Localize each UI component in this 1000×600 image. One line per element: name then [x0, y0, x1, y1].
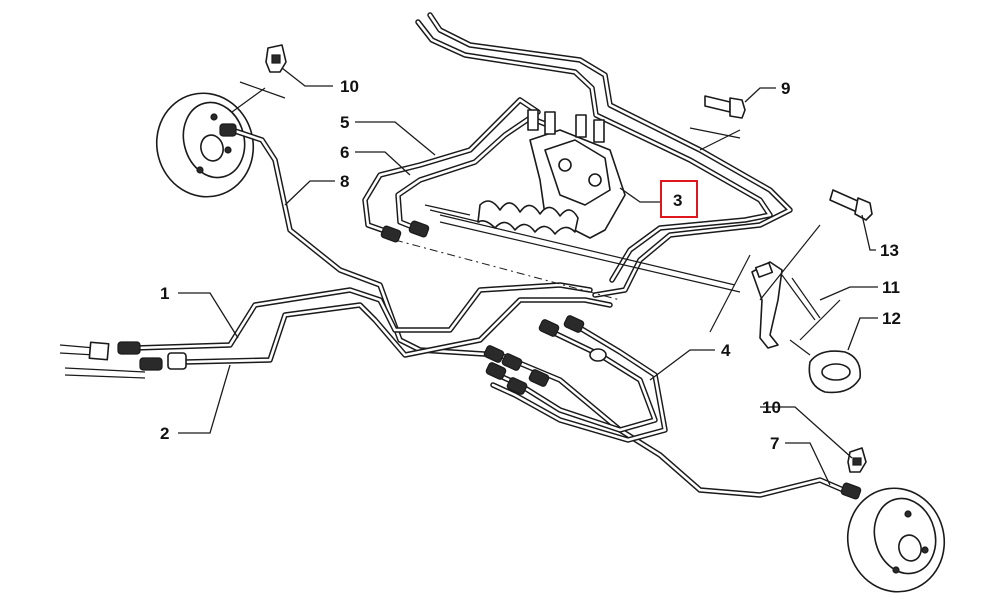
callout-10-upper: 10: [340, 77, 359, 96]
bolt-13: [829, 189, 873, 221]
callout-11: 11: [882, 278, 900, 297]
callout-12: 12: [882, 309, 901, 328]
brake-pipes: [132, 12, 851, 498]
right-brake-drum: [846, 487, 946, 593]
center-fittings: [483, 315, 607, 395]
callout-3-highlight-box: [660, 180, 698, 218]
callout-leaders: [178, 67, 878, 486]
callout-3: 3: [673, 191, 682, 210]
clip-10-upper: [265, 44, 287, 73]
callout-5: 5: [340, 113, 349, 132]
callout-10-lower: 10: [762, 398, 781, 417]
callout-7: 7: [770, 434, 779, 453]
linkage-rod: [439, 214, 736, 286]
callout-4: 4: [721, 341, 731, 360]
callout-1: 1: [160, 284, 169, 303]
callout-13: 13: [880, 241, 899, 260]
callout-8: 8: [340, 172, 349, 191]
left-fittings: [59, 123, 862, 500]
clip-10-lower: [847, 447, 867, 473]
center-line: [394, 239, 621, 301]
callout-6: 6: [340, 143, 349, 162]
callout-2: 2: [160, 424, 169, 443]
rubber-grommet: [808, 350, 862, 394]
callout-labels: 1 2 3 4 5 6 7 8 9 10 10 11 12 13: [160, 77, 901, 453]
callout-9: 9: [781, 79, 790, 98]
bolt-9: [704, 95, 746, 119]
regulator-spring: [424, 200, 579, 235]
mounting-bracket: [751, 261, 821, 356]
